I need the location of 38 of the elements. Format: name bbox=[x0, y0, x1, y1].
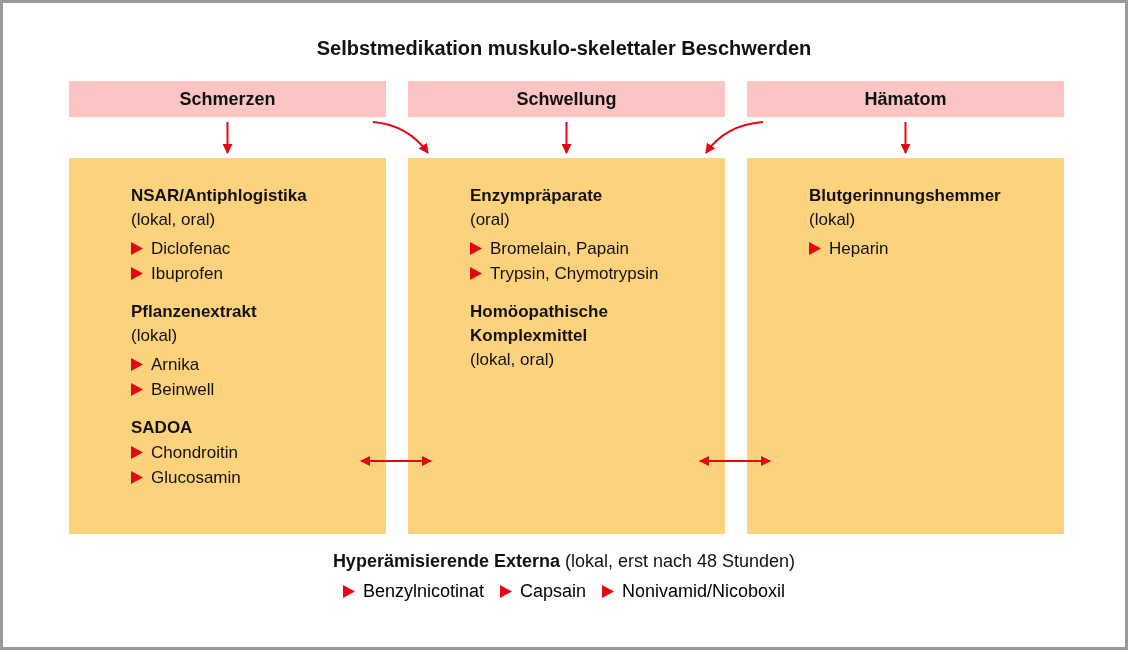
group-heading: Pflanzenextrakt bbox=[131, 301, 258, 323]
symptom-header: Schmerzen bbox=[69, 81, 386, 117]
application-note: (lokal, oral) bbox=[131, 209, 217, 231]
arrow bbox=[561, 121, 572, 154]
arrow bbox=[360, 456, 432, 466]
treatment-panel bbox=[408, 158, 725, 534]
application-note: (lokal, oral) bbox=[470, 349, 556, 371]
arrow bbox=[372, 121, 429, 154]
drug-item: Heparin bbox=[829, 238, 889, 260]
application-note: (lokal) bbox=[809, 209, 857, 231]
drug-item: Capsain bbox=[519, 580, 586, 603]
treatment-panel bbox=[747, 158, 1064, 534]
drug-item: Glucosamin bbox=[151, 467, 241, 489]
group-heading: Blutgerinnungshemmer bbox=[809, 185, 1002, 207]
diagram-title: Selbstmedikation muskulo-skelettaler Beschwerden bbox=[315, 37, 813, 60]
arrow bbox=[699, 456, 771, 466]
note-text: Hyperämisierende Externa (lokal, erst nach 48 Stunden) bbox=[331, 551, 797, 572]
group-heading: SADOA bbox=[131, 417, 194, 439]
arrow bbox=[705, 121, 764, 154]
drug-item: Ibuprofen bbox=[151, 263, 223, 285]
arrow bbox=[900, 121, 911, 154]
group-heading: Homöopathische Komplexmittel bbox=[470, 301, 609, 347]
application-note: (oral) bbox=[470, 209, 511, 231]
drug-item: Beinwell bbox=[151, 379, 215, 401]
drug-item: Bromelain, Papain bbox=[490, 238, 629, 260]
drug-item: Chondroitin bbox=[151, 442, 238, 464]
drug-item: Diclofenac bbox=[151, 238, 231, 260]
drug-item: Nonivamid/Nicoboxil bbox=[622, 580, 786, 603]
symptom-header: Hämatom bbox=[747, 81, 1064, 117]
drug-item: Benzylnicotinat bbox=[362, 580, 484, 603]
drug-item: Trypsin, Chymotrypsin bbox=[490, 263, 659, 285]
drug-item: Arnika bbox=[151, 354, 200, 376]
group-heading: NSAR/Antiphlogistika bbox=[131, 185, 308, 207]
arrow bbox=[222, 121, 233, 154]
symptom-header: Schwellung bbox=[408, 81, 725, 117]
group-heading: Enzympräparate bbox=[470, 185, 604, 207]
treatment-panel bbox=[69, 158, 386, 534]
application-note: (lokal) bbox=[131, 325, 179, 347]
